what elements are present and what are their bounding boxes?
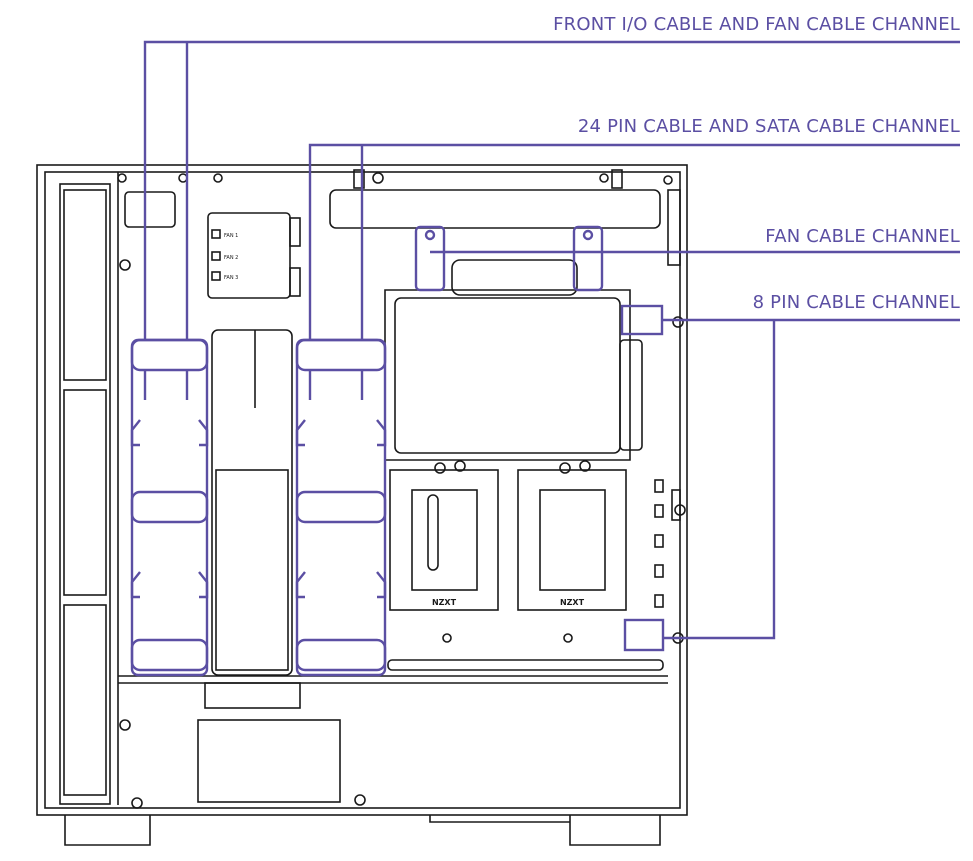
drive-tray-left <box>389 469 499 611</box>
leader-front-io <box>143 40 960 340</box>
routing-grommet <box>211 329 293 676</box>
callout-fan: FAN CABLE CHANNEL <box>765 226 960 247</box>
drive-tray-logo: NZXT <box>560 598 585 607</box>
fan-hub <box>207 212 291 299</box>
psu-cutout <box>197 719 341 803</box>
drive-tray-right <box>517 469 627 611</box>
hub-port-label: FAN 3 <box>224 275 238 281</box>
fan-channel-clips <box>414 225 604 292</box>
front-io-channel <box>130 338 209 677</box>
pin24-channel <box>295 338 387 677</box>
leader-pin24 <box>308 143 960 340</box>
callout-pin24: 24 PIN CABLE AND SATA CABLE CHANNEL <box>578 116 960 137</box>
cable-channels <box>130 40 960 677</box>
cpu-cutout <box>384 289 631 461</box>
callout-front-io: FRONT I/O CABLE AND FAN CABLE CHANNEL <box>553 14 960 35</box>
front-fan-column <box>59 183 111 805</box>
hub-port-label: FAN 2 <box>224 255 238 261</box>
hub-port-label: FAN 1 <box>224 233 238 239</box>
drive-tray-logo: NZXT <box>432 598 457 607</box>
callout-pin8: 8 PIN CABLE CHANNEL <box>753 292 960 313</box>
